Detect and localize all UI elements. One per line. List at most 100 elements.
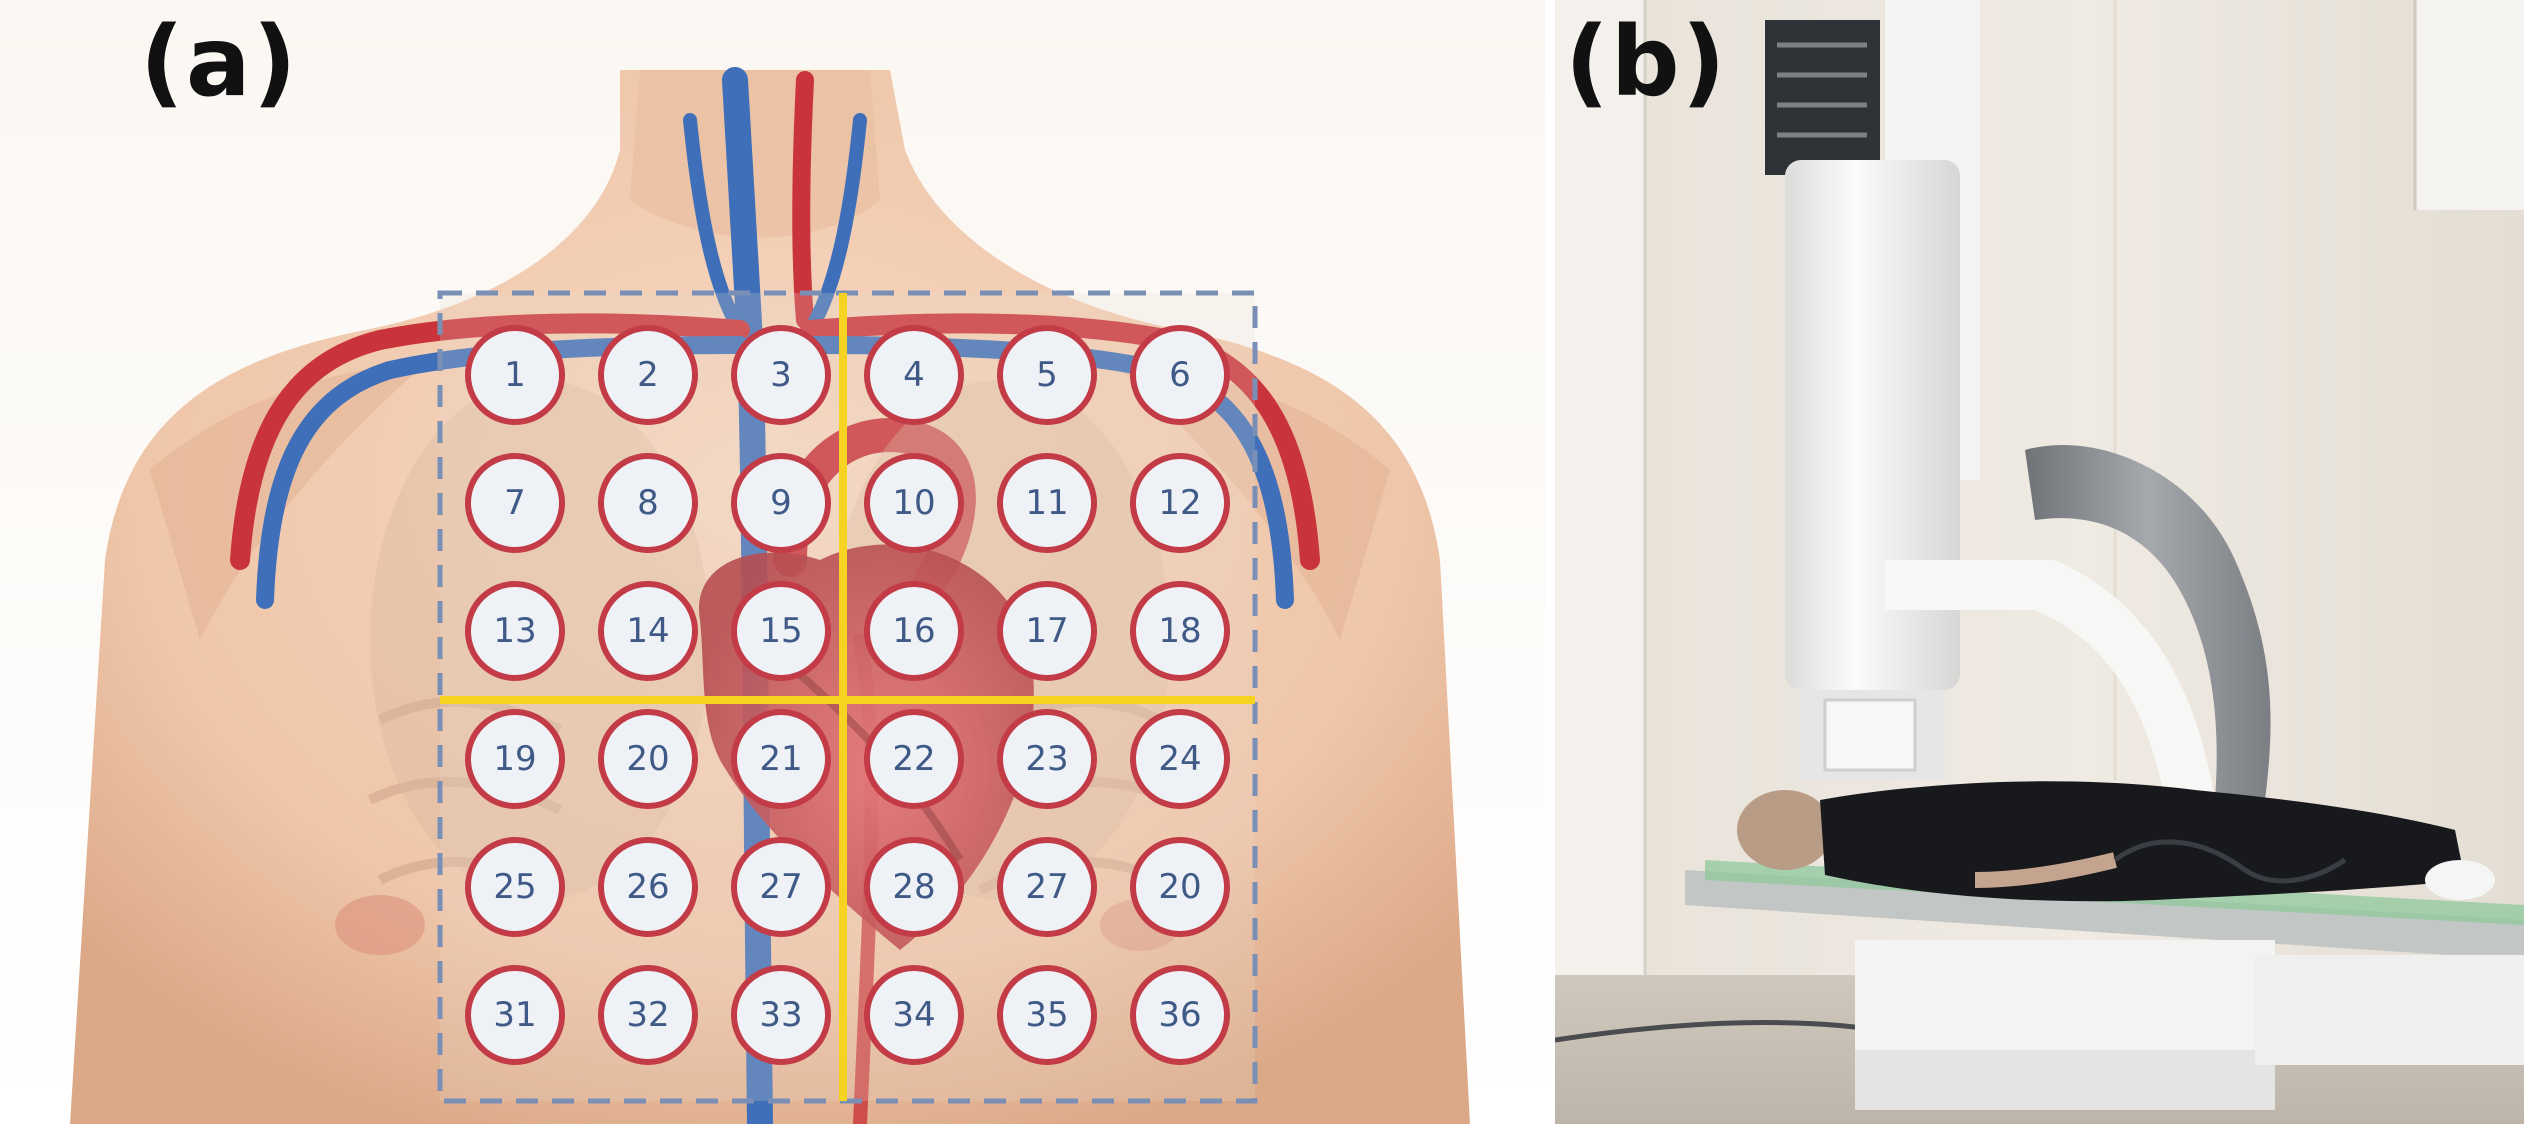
electrode-number-label: 27 — [1025, 867, 1068, 907]
electrode-number-label: 11 — [1025, 483, 1068, 523]
electrode-number-label: 6 — [1169, 355, 1191, 395]
electrode-pad — [731, 965, 831, 1065]
electrode: 25 — [465, 837, 565, 937]
electrode-number-label: 16 — [892, 611, 935, 651]
room-door-frame — [1555, 0, 1645, 1124]
electrode-number-label: 15 — [759, 611, 802, 651]
electrode-number-label: 24 — [1158, 739, 1201, 779]
electrode-number-label: 22 — [892, 739, 935, 779]
electrode-number-label: 20 — [626, 739, 669, 779]
electrode-pad — [465, 581, 565, 681]
electrode-number-label: 7 — [504, 483, 526, 523]
electrode: 36 — [1130, 965, 1230, 1065]
patient-head — [1737, 790, 1833, 870]
electrode-number-label: 2 — [637, 355, 659, 395]
electrode: 4 — [864, 325, 964, 425]
electrode-number-label: 1 — [504, 355, 526, 395]
scanner-column — [1785, 160, 1960, 690]
electrode: 23 — [997, 709, 1097, 809]
electrode-pad — [997, 581, 1097, 681]
electrode: 13 — [465, 581, 565, 681]
electrode-pad — [997, 709, 1097, 809]
electrode: 12 — [1130, 453, 1230, 553]
electrode: 1 — [465, 325, 565, 425]
electrode-pad — [1130, 325, 1230, 425]
electrode-number-label: 10 — [892, 483, 935, 523]
electrode-pad — [598, 453, 698, 553]
electrode-pad — [1130, 453, 1230, 553]
electrode: 20 — [598, 709, 698, 809]
electrode: 11 — [997, 453, 1097, 553]
electrode-pad — [731, 837, 831, 937]
electrode: 26 — [598, 837, 698, 937]
electrode: 15 — [731, 581, 831, 681]
electrode: 18 — [1130, 581, 1230, 681]
electrode-pad — [598, 837, 698, 937]
patient-body — [1820, 781, 2465, 902]
scanner-c-arm — [2025, 444, 2271, 800]
electrode-pad — [864, 837, 964, 937]
scanner-detector — [1823, 698, 1917, 772]
electrode: 27 — [731, 837, 831, 937]
electrode: 2 — [598, 325, 698, 425]
electrode: 20 — [1130, 837, 1230, 937]
electrode-number-label: 23 — [1025, 739, 1068, 779]
electrode-number-label: 3 — [770, 355, 792, 395]
electrode-number-label: 13 — [493, 611, 536, 651]
left-shoulder-shading — [150, 360, 430, 640]
electrode-number-label: 18 — [1158, 611, 1201, 651]
electrode: 32 — [598, 965, 698, 1065]
electrode-pad — [1130, 581, 1230, 681]
patient-table-base — [1855, 940, 2275, 1050]
electrode-pad — [598, 325, 698, 425]
electrode-number-label: 12 — [1158, 483, 1201, 523]
electrode-pad — [1130, 837, 1230, 937]
scanner-c-arm-cover — [1885, 560, 2215, 800]
electrode: 10 — [864, 453, 964, 553]
right-shoulder-shading — [1110, 360, 1390, 640]
electrode: 24 — [1130, 709, 1230, 809]
electrode: 9 — [731, 453, 831, 553]
electrode-pad — [731, 325, 831, 425]
electrode-number-label: 36 — [1158, 995, 1201, 1035]
electrode: 5 — [997, 325, 1097, 425]
electrode-number-label: 14 — [626, 611, 669, 651]
electrode-number-label: 8 — [637, 483, 659, 523]
electrode: 34 — [864, 965, 964, 1065]
electrode: 31 — [465, 965, 565, 1065]
panel-label-b: (b) — [1565, 6, 1728, 118]
electrode: 27 — [997, 837, 1097, 937]
electrode: 21 — [731, 709, 831, 809]
electrode: 14 — [598, 581, 698, 681]
skin-mark-left — [335, 895, 425, 955]
electrode-pad — [997, 837, 1097, 937]
panel-b-scanner-photo — [1555, 0, 2524, 1124]
electrode-number-label: 33 — [759, 995, 802, 1035]
electrode-pad — [1130, 965, 1230, 1065]
electrode-number-label: 21 — [759, 739, 802, 779]
wall-cabinet — [2415, 0, 2524, 210]
electrode-pad — [731, 709, 831, 809]
electrode: 19 — [465, 709, 565, 809]
electrode-pad — [864, 965, 964, 1065]
electrode-pad — [731, 453, 831, 553]
electrode: 3 — [731, 325, 831, 425]
electrode-number-label: 20 — [1158, 867, 1201, 907]
scanner-room-photo — [1555, 0, 2524, 1124]
electrode-number-label: 5 — [1036, 355, 1058, 395]
electrode-pad — [997, 325, 1097, 425]
electrode-number-label: 17 — [1025, 611, 1068, 651]
electrode-pad — [465, 325, 565, 425]
electrode: 8 — [598, 453, 698, 553]
electrode-pad — [598, 581, 698, 681]
electrode-number-label: 28 — [892, 867, 935, 907]
electrode-number-label: 31 — [493, 995, 536, 1035]
electrode-number-label: 19 — [493, 739, 536, 779]
panel-label-a: (a) — [140, 6, 299, 118]
electrode-pad — [465, 453, 565, 553]
electrode-pad — [1130, 709, 1230, 809]
electrode: 6 — [1130, 325, 1230, 425]
electrode-pad — [864, 325, 964, 425]
electrode-pad — [731, 581, 831, 681]
